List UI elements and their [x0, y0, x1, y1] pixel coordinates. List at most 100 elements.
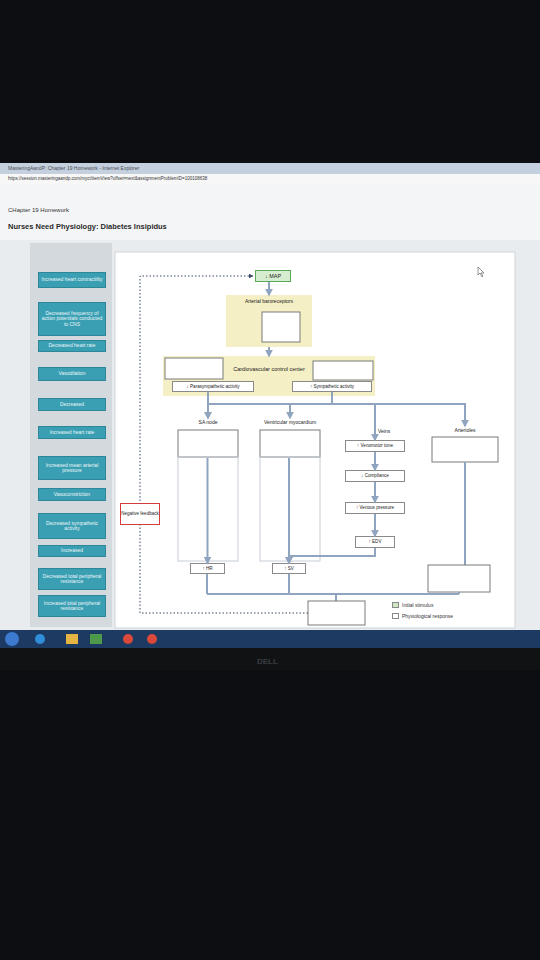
node-text: Arterioles: [454, 428, 475, 434]
flow-arrow: [290, 392, 332, 418]
node-text: Negative feedback: [121, 512, 158, 517]
legend-swatch: [392, 613, 399, 619]
response-box: ↓ Parasympathetic activity: [172, 381, 254, 392]
flow-arrow: [374, 452, 376, 470]
node-text: ↓ Compliance: [361, 473, 389, 478]
flow-arrow: [208, 392, 332, 418]
stimulus-box: ↓ MAP: [255, 270, 291, 282]
text-label: DELL: [257, 658, 278, 667]
response-box: ↑ Venous pressure: [345, 502, 405, 514]
node-text: Decreased sympathetic activity: [39, 521, 105, 532]
page-title: Nurses Need Physiology: Diabetes Insipid…: [8, 223, 167, 231]
node-text: ↑ Sympathetic activity: [310, 384, 354, 389]
address-bar: [0, 174, 540, 185]
highlight: [163, 356, 375, 396]
flow-arrow: [289, 548, 375, 563]
drop-target: [260, 430, 320, 457]
flow-arrow: [288, 458, 290, 563]
title-bar: [0, 163, 540, 174]
node-text: Increased total peripheral resistance: [39, 601, 105, 612]
flow-arrow: [207, 458, 209, 563]
node-text: ↑ SV: [284, 566, 294, 571]
legend-text: Physiological response: [402, 613, 453, 619]
effector-target: SA node: [178, 418, 238, 458]
flow-arrow: [374, 514, 376, 536]
node-text: Cardiovascular control center: [233, 366, 305, 372]
taskbar-icon: [147, 634, 157, 644]
flow-arrow: [268, 347, 270, 356]
drop-target: [313, 361, 373, 380]
flow-wire: [207, 574, 459, 601]
mouse-cursor: [478, 267, 484, 277]
monitor-bezel: [0, 648, 540, 670]
taskbar-icon: [90, 634, 102, 644]
taskbar-icon: [66, 634, 78, 644]
legend-swatch: [392, 602, 399, 608]
node-text: Increased mean arterial pressure: [39, 463, 105, 474]
flow-arrow: [332, 392, 465, 426]
feedback-loop: [140, 276, 308, 613]
label-chip: Decreased total peripheral resistance: [38, 568, 106, 590]
legend-text: Initial stimulus: [402, 602, 433, 608]
node-text: ↑ EDV: [368, 539, 381, 544]
label-chip: Decreased: [38, 398, 106, 411]
label-chip: Decreased frequency of action potentials…: [38, 302, 106, 336]
flow-arrow: [332, 392, 375, 440]
response-box: ↑ SV: [272, 563, 306, 574]
control-center-region: Cardiovascular control center ↓ Parasympa…: [163, 356, 375, 396]
node-text: Increased: [61, 548, 83, 554]
response-box: ↑ EDV: [355, 536, 395, 548]
response-box: ↓ Compliance: [345, 470, 405, 482]
label-panel: [30, 243, 112, 627]
taskbar-icon: [123, 634, 133, 644]
node-text: ↑ Venous pressure: [356, 505, 394, 510]
taskbar-icon: [35, 634, 45, 644]
drop-target: [262, 312, 300, 342]
node-text: Vasodilation: [59, 371, 86, 377]
text-label: CHapter 19 Homework: [8, 207, 69, 214]
legend-item: Physiological response: [392, 613, 453, 619]
legend-item: Initial stimulus: [392, 602, 433, 608]
highlight: [226, 295, 312, 347]
flow-arrow: [207, 392, 209, 418]
label-chip: Vasoconstriction: [38, 488, 106, 501]
node-text: ↑ Venomotor tone: [357, 443, 393, 448]
node-text: Vasoconstriction: [54, 492, 90, 498]
node-text: Increased heart contractility: [41, 277, 102, 283]
text-label: Veins: [378, 429, 390, 435]
feedback-note: Negative feedback: [120, 503, 160, 525]
label-chip: Increased heart rate: [38, 426, 106, 439]
effector-target: Ventricular myocardium: [256, 418, 324, 458]
label-chip: Increased: [38, 545, 106, 557]
label-chip: Increased heart contractility: [38, 272, 106, 288]
label-chip: Decreased heart rate: [38, 340, 106, 352]
drop-target: [428, 565, 490, 592]
page-header: [0, 185, 540, 240]
node-text: ↑ HR: [202, 566, 212, 571]
screen: [0, 163, 540, 631]
response-box: ↑ HR: [190, 563, 225, 574]
label-chip: Increased mean arterial pressure: [38, 456, 106, 480]
node-text: Ventricular myocardium: [264, 420, 316, 426]
diagram-area: [115, 252, 515, 628]
drop-target: [178, 430, 238, 457]
label-chip: Increased total peripheral resistance: [38, 595, 106, 617]
drop-target: [432, 437, 498, 462]
node-text: ↓ MAP: [265, 273, 281, 279]
column-outline: [178, 457, 238, 561]
node-text: Decreased heart rate: [49, 343, 96, 349]
response-box: ↑ Sympathetic activity: [292, 381, 372, 392]
node-text: Decreased: [60, 402, 84, 408]
drop-target: [165, 358, 223, 379]
start-button: [5, 632, 19, 646]
node-text: Decreased frequency of action potentials…: [39, 311, 105, 328]
label-chip: Decreased sympathetic activity: [38, 513, 106, 539]
effector-target: Arterioles: [430, 426, 500, 463]
taskbar: [0, 630, 540, 648]
node-text: SA node: [199, 420, 218, 426]
label-chip: Vasodilation: [38, 367, 106, 381]
